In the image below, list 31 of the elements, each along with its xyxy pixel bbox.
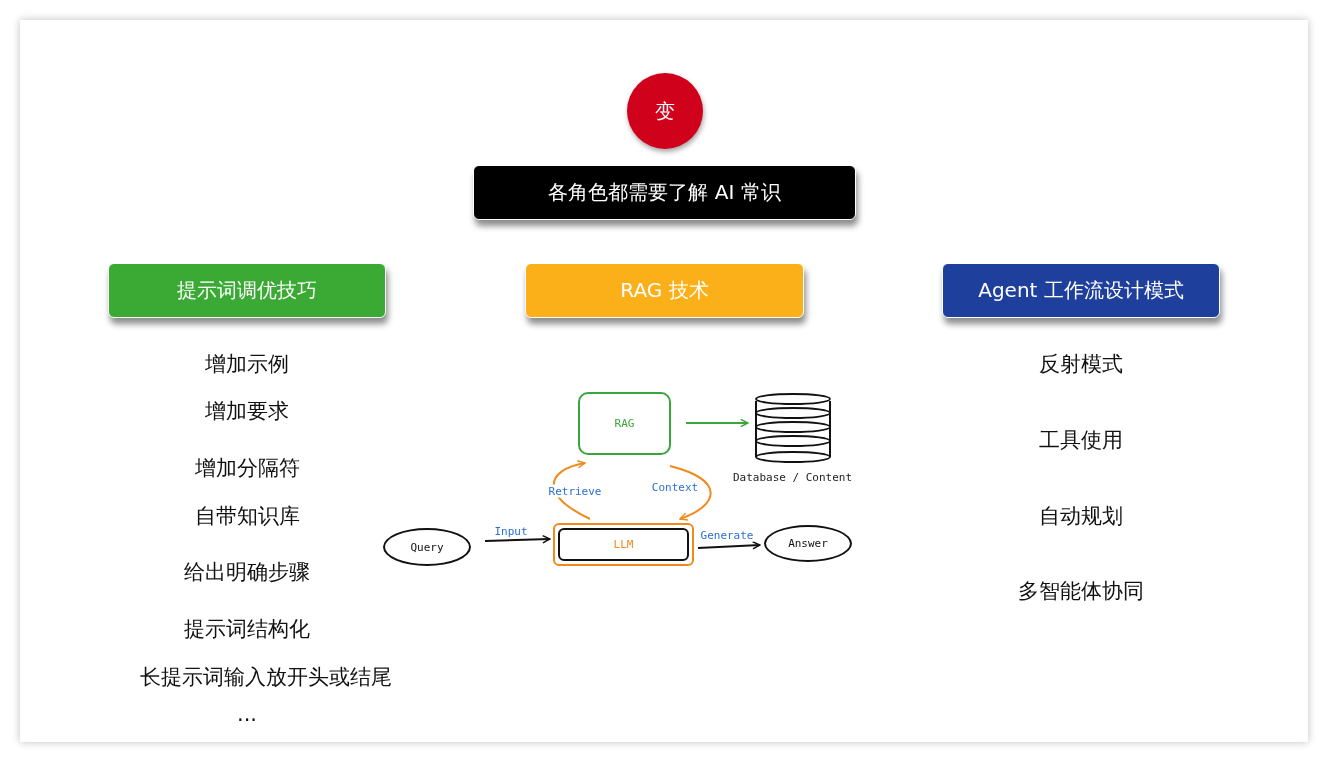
arrow: [669, 465, 712, 521]
heading-text: 提示词调优技巧: [177, 277, 317, 304]
caption-text: Database / Content: [732, 471, 853, 484]
list-item: 多智能体协同: [1018, 578, 1144, 605]
heading-text: RAG 技术: [620, 277, 709, 304]
heading-text: 各角色都需要了解 AI 常识: [548, 179, 781, 206]
arrow: [697, 541, 761, 550]
node-label: LLM: [613, 538, 634, 551]
arrow: [552, 460, 591, 520]
list-item: 工具使用: [1039, 427, 1123, 454]
list-item: 自带知识库: [194, 503, 300, 530]
edge-label: Generate: [699, 528, 755, 542]
title-text: 变: [655, 97, 675, 125]
list-item: 提示词结构化: [184, 616, 310, 643]
arrow: [685, 418, 749, 428]
list-item: 增加要求: [205, 398, 289, 425]
node-label: Answer: [788, 537, 828, 550]
arrow: [484, 534, 551, 544]
edge-label: Context: [650, 480, 700, 494]
list-item: ...: [237, 702, 257, 726]
list-item: 增加分隔符: [194, 455, 300, 482]
edge-label: Retrieve: [547, 484, 603, 498]
edge-label: Input: [493, 524, 529, 538]
node-label: Query: [410, 540, 444, 554]
node-label: RAG: [614, 417, 635, 430]
list-item: 长提示词输入放开头或结尾: [140, 664, 392, 691]
list-item: 自动规划: [1039, 503, 1123, 530]
list-item: 增加示例: [205, 351, 289, 378]
list-item: 反射模式: [1039, 351, 1123, 378]
heading-text: Agent 工作流设计模式: [978, 277, 1184, 304]
list-item: 给出明确步骤: [184, 559, 310, 586]
